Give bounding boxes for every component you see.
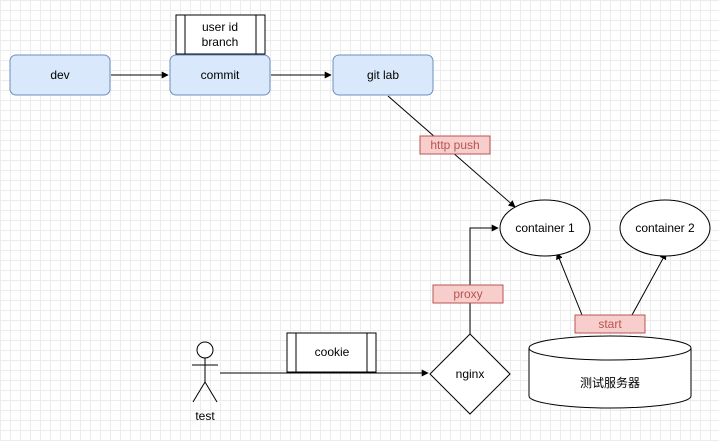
cookie-note: cookie (286, 332, 377, 373)
commit-note-line2: branch (202, 35, 239, 49)
edge-server-container1 (556, 252, 583, 316)
test-server-cylinder[interactable]: 测试服务器 (528, 335, 692, 409)
container1-label: container 1 (515, 221, 575, 235)
dev-label: dev (50, 68, 69, 82)
dev-node[interactable]: dev (9, 54, 111, 96)
start-text: start (598, 317, 622, 331)
commit-node[interactable]: commit (169, 54, 271, 96)
commit-note-line1: user id (202, 20, 238, 34)
actor-label: test (195, 409, 215, 423)
container2-label: container 2 (635, 221, 695, 235)
proxy-label: proxy (432, 284, 504, 304)
nginx-label: nginx (456, 367, 485, 381)
nginx-node[interactable]: nginx (429, 333, 511, 415)
commit-label: commit (201, 68, 240, 82)
proxy-text: proxy (453, 287, 482, 301)
start-label: start (574, 314, 646, 334)
test-actor[interactable]: test (192, 341, 218, 423)
container2-node[interactable]: container 2 (619, 199, 711, 257)
test-server-label: 测试服务器 (580, 375, 640, 390)
http-push-text: http push (430, 138, 479, 152)
commit-note: user id branch (175, 14, 266, 55)
http-push-label: http push (419, 135, 491, 155)
gitlab-node[interactable]: git lab (332, 54, 434, 96)
container1-node[interactable]: container 1 (499, 199, 591, 257)
gitlab-label: git lab (367, 68, 399, 82)
edge-nginx-container1 (469, 224, 499, 334)
actor-icon (196, 341, 214, 359)
edge-server-container2 (631, 252, 667, 316)
cookie-label: cookie (315, 345, 350, 359)
